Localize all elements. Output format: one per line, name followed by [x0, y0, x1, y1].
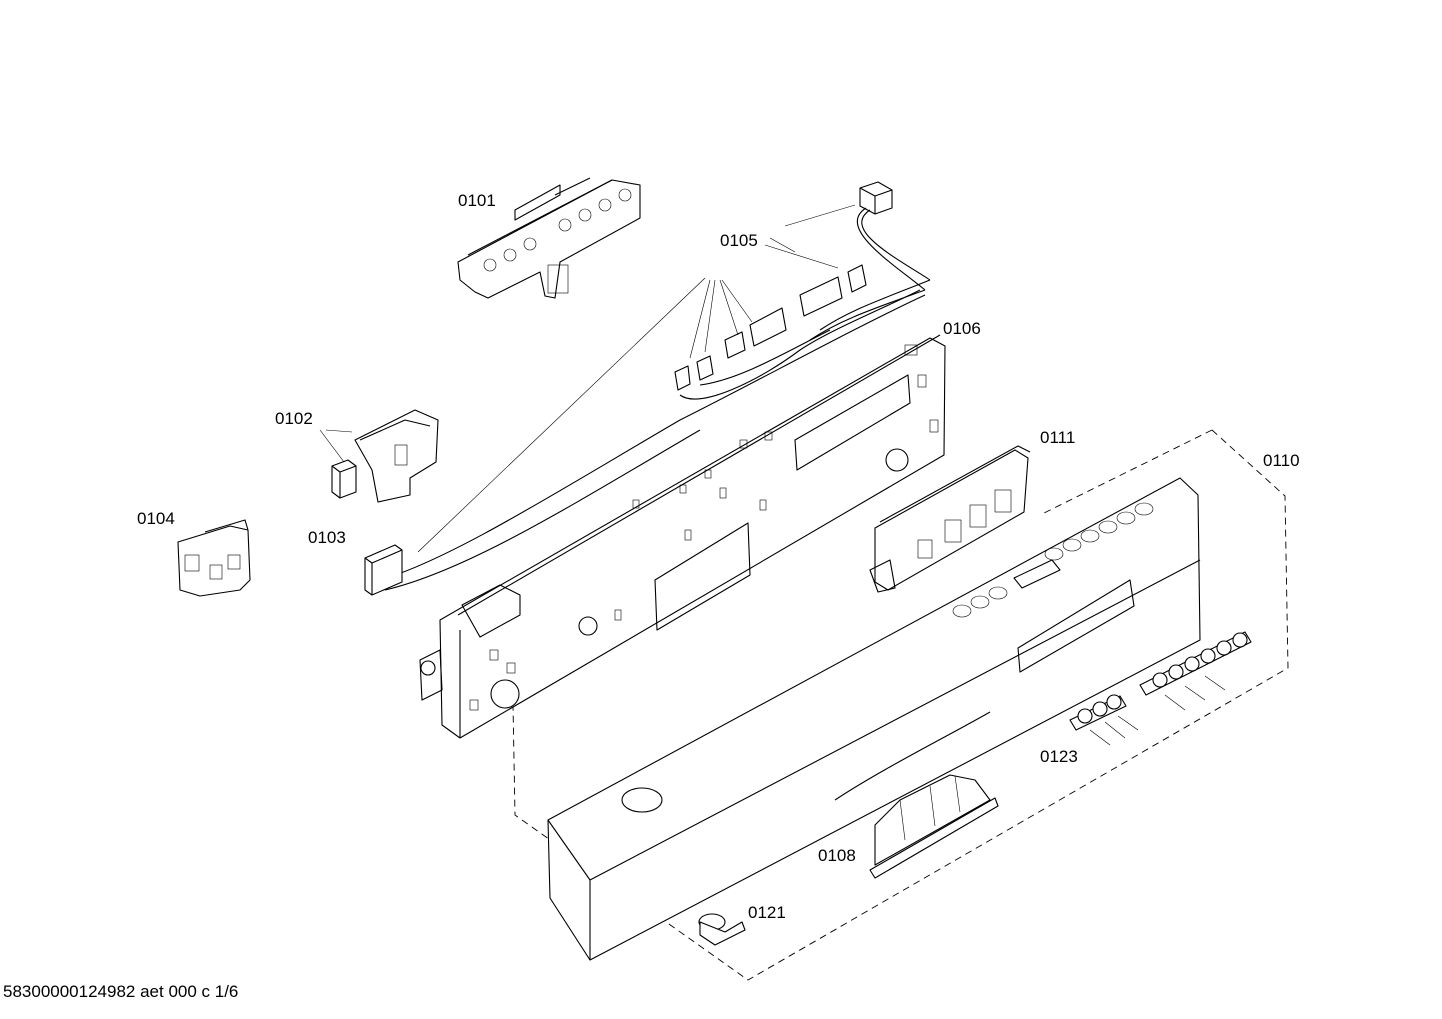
control-frame-0106: [419, 334, 946, 739]
label-0101: 0101: [458, 191, 496, 210]
relay-board-0104: [177, 519, 251, 597]
label-0111: 0111: [1040, 428, 1076, 447]
label-0108: 0108: [818, 846, 856, 865]
label-0104: 0104: [137, 509, 175, 528]
display-module-0111: [869, 445, 1031, 593]
label-0105: 0105: [720, 231, 758, 250]
label-0106: 0106: [943, 319, 981, 338]
label-0121: 0121: [748, 903, 786, 922]
wire-harness-0105: [364, 181, 931, 596]
assembly-outline-0110: [512, 429, 1289, 981]
label-0123: 0123: [1040, 747, 1078, 766]
control-module-0101: [457, 177, 641, 299]
button-strip-0123: [1069, 631, 1252, 746]
document-id: 58300000124982 aet 000 c 1/6: [3, 982, 239, 1001]
label-0103: 0103: [308, 528, 346, 547]
switch-0102: [319, 409, 439, 503]
label-0110: 0110: [1263, 451, 1300, 470]
handle-0108: [869, 774, 999, 879]
capacitor-0103: [331, 459, 357, 499]
part-0121: [698, 913, 746, 946]
fascia-panel-0110: [547, 477, 1201, 961]
label-0102: 0102: [275, 409, 313, 428]
